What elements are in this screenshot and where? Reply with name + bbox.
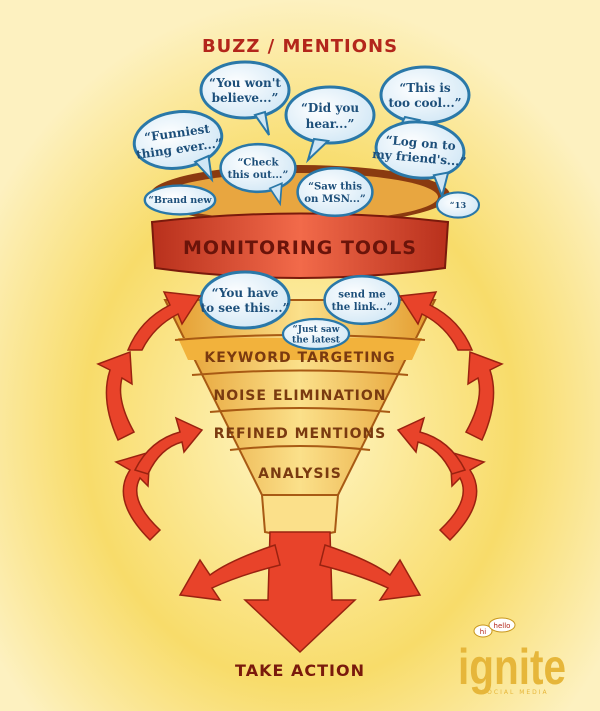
svg-text:“Brand new: “Brand new [148,195,212,206]
arrow-icon [126,291,202,351]
svg-text:the latest: the latest [292,335,341,345]
take-action-label: TAKE ACTION [235,661,365,680]
svg-text:too cool...”: too cool...” [388,96,461,110]
svg-text:“Did you: “Did you [301,101,359,115]
speech-bubble: “Did you hear...” [284,85,376,164]
svg-text:hi: hi [480,628,486,636]
speech-bubble: “13 [435,191,481,219]
svg-text:“Just saw: “Just saw [293,325,340,335]
funnel-spout [260,494,340,537]
tier-keyword-targeting: KEYWORD TARGETING [204,350,395,366]
feedback-arrows [96,291,504,542]
svg-text:“This is: “This is [399,81,451,95]
svg-text:send me: send me [338,288,386,300]
tier-bg [178,338,422,360]
tier-analysis: ANALYSIS [258,466,342,482]
svg-text:the link...”: the link...” [332,301,393,313]
ignite-logo: hi hello ignite SOCIAL MEDIA [458,617,566,696]
title-buzz-mentions: BUZZ / MENTIONS [202,36,398,57]
arrow-icon [396,416,467,475]
svg-text:believe...”: believe...” [212,91,279,105]
monitoring-tools-label: MONITORING TOOLS [183,237,417,259]
tier-refined-mentions: REFINED MENTIONS [214,426,387,442]
svg-text:“Saw this: “Saw this [308,180,362,192]
svg-text:on MSN...”: on MSN...” [304,193,366,205]
tier-lines [174,334,426,451]
svg-text:ignite: ignite [458,639,566,695]
svg-text:to see this...”: to see this...” [201,301,290,315]
arrow-icon [398,291,474,351]
svg-text:“You won't: “You won't [209,76,281,90]
svg-text:“13: “13 [450,200,467,210]
svg-text:“Check: “Check [237,156,279,168]
svg-text:hello: hello [494,622,511,630]
arrow-icon [464,350,504,442]
speech-bubble: “Brand new [143,184,217,216]
svg-text:SOCIAL MEDIA: SOCIAL MEDIA [481,689,548,696]
arrow-icon [96,350,136,442]
tier-noise-elimination: NOISE ELIMINATION [213,388,386,404]
svg-text:this out...”: this out...” [228,169,289,181]
arrow-icon [133,416,204,475]
tier-labels: KEYWORD TARGETING NOISE ELIMINATION REFI… [204,350,395,482]
svg-text:“Log on to: “Log on to [385,133,456,153]
svg-text:hear...”: hear...” [306,117,355,131]
svg-text:“You have: “You have [212,286,279,300]
take-action-arrow [178,531,422,654]
